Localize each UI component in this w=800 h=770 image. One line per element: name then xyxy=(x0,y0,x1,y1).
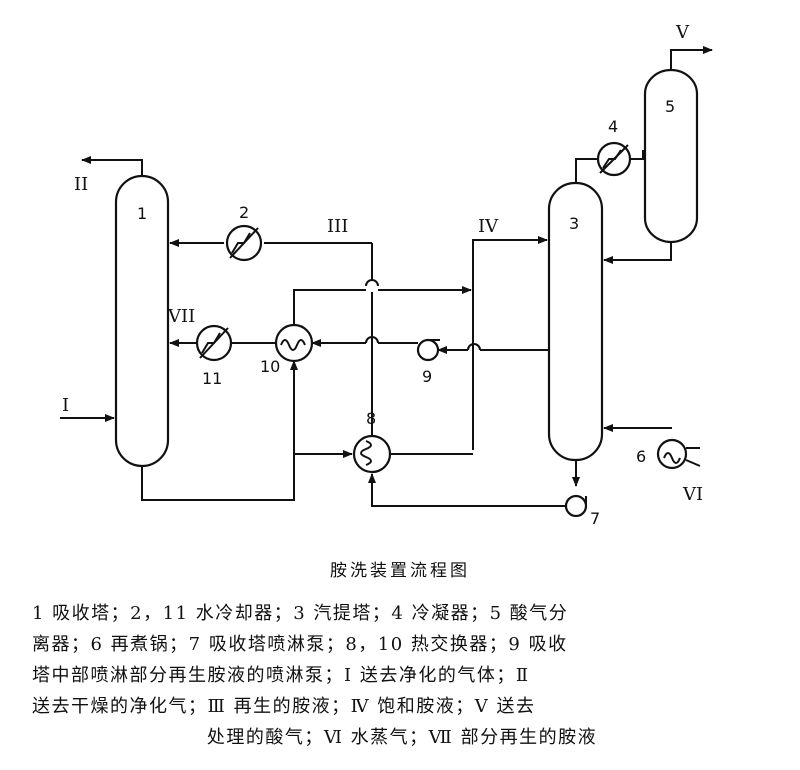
stream-iv-line xyxy=(472,236,548,450)
stream-label-iv: IV xyxy=(478,216,499,237)
stream-label-iii: III xyxy=(327,216,348,237)
stream-label-vi: VI xyxy=(682,484,703,505)
legend-line: 处理的酸气；Ⅵ 水蒸气；Ⅶ 部分再生的胺液 xyxy=(206,727,598,748)
legend-line: 塔中部喷淋部分再生胺液的喷淋泵；Ⅰ 送去净化的气体；Ⅱ xyxy=(32,665,530,686)
acid-gas-separator-5 xyxy=(643,68,699,244)
spray-pump-9 xyxy=(416,338,440,362)
heat-exchanger-10 xyxy=(274,323,314,363)
rich-amine-line xyxy=(141,450,353,501)
legend-line: 1 吸收塔；2，11 水冷却器；3 汽提塔；4 冷凝器；5 酸气分 xyxy=(32,603,569,624)
figure-legend: 1 吸收塔；2，11 水冷却器；3 汽提塔；4 冷凝器；5 酸气分 离器；6 再… xyxy=(32,598,772,753)
equipment-label-2: 2 xyxy=(239,203,249,222)
equipment-label-6: 6 xyxy=(636,447,646,466)
stream-label-ii: II xyxy=(74,174,88,195)
equipment-label-9: 9 xyxy=(422,367,432,386)
equipment-label-11: 11 xyxy=(202,369,222,388)
water-cooler-11 xyxy=(195,324,233,362)
lean-amine-return-line xyxy=(368,473,566,507)
water-cooler-2 xyxy=(225,224,263,262)
stream-label-v: V xyxy=(675,22,690,43)
condenser-4 xyxy=(596,141,632,177)
reboiler-6 xyxy=(656,438,701,470)
line-crossover-hop xyxy=(365,279,379,287)
stream-v-line xyxy=(670,46,713,70)
stream-label-vii: VII xyxy=(167,306,195,327)
equipment-label-1: 1 xyxy=(137,204,147,223)
legend-line: 送去干燥的净化气；Ⅲ 再生的胺液；Ⅳ 饱和胺液；Ⅴ 送去 xyxy=(32,696,536,717)
equipment-label-7: 7 xyxy=(590,509,600,528)
equipment-label-3: 3 xyxy=(569,214,579,233)
equipment-label-8: 8 xyxy=(366,409,376,428)
figure-caption: 胺洗装置流程图 xyxy=(330,561,470,581)
legend-line: 离器；6 再煮锅；7 吸收塔喷淋泵；8，10 热交换器；9 吸收 xyxy=(32,634,568,655)
absorber-spray-pump-7 xyxy=(564,494,588,518)
stream-ii-line xyxy=(81,156,143,176)
equipment-label-5: 5 xyxy=(665,97,675,116)
stream-label-i: I xyxy=(62,395,69,416)
heat-exchanger-8 xyxy=(352,434,392,474)
equipment-label-10: 10 xyxy=(260,357,280,376)
semi-lean-loop-line xyxy=(293,290,471,326)
reflux-line xyxy=(603,242,672,264)
equipment-label-4: 4 xyxy=(608,117,618,136)
amine-wash-flow-diagram: 1 3 5 I II III 2 IV VII 9 xyxy=(60,22,713,528)
